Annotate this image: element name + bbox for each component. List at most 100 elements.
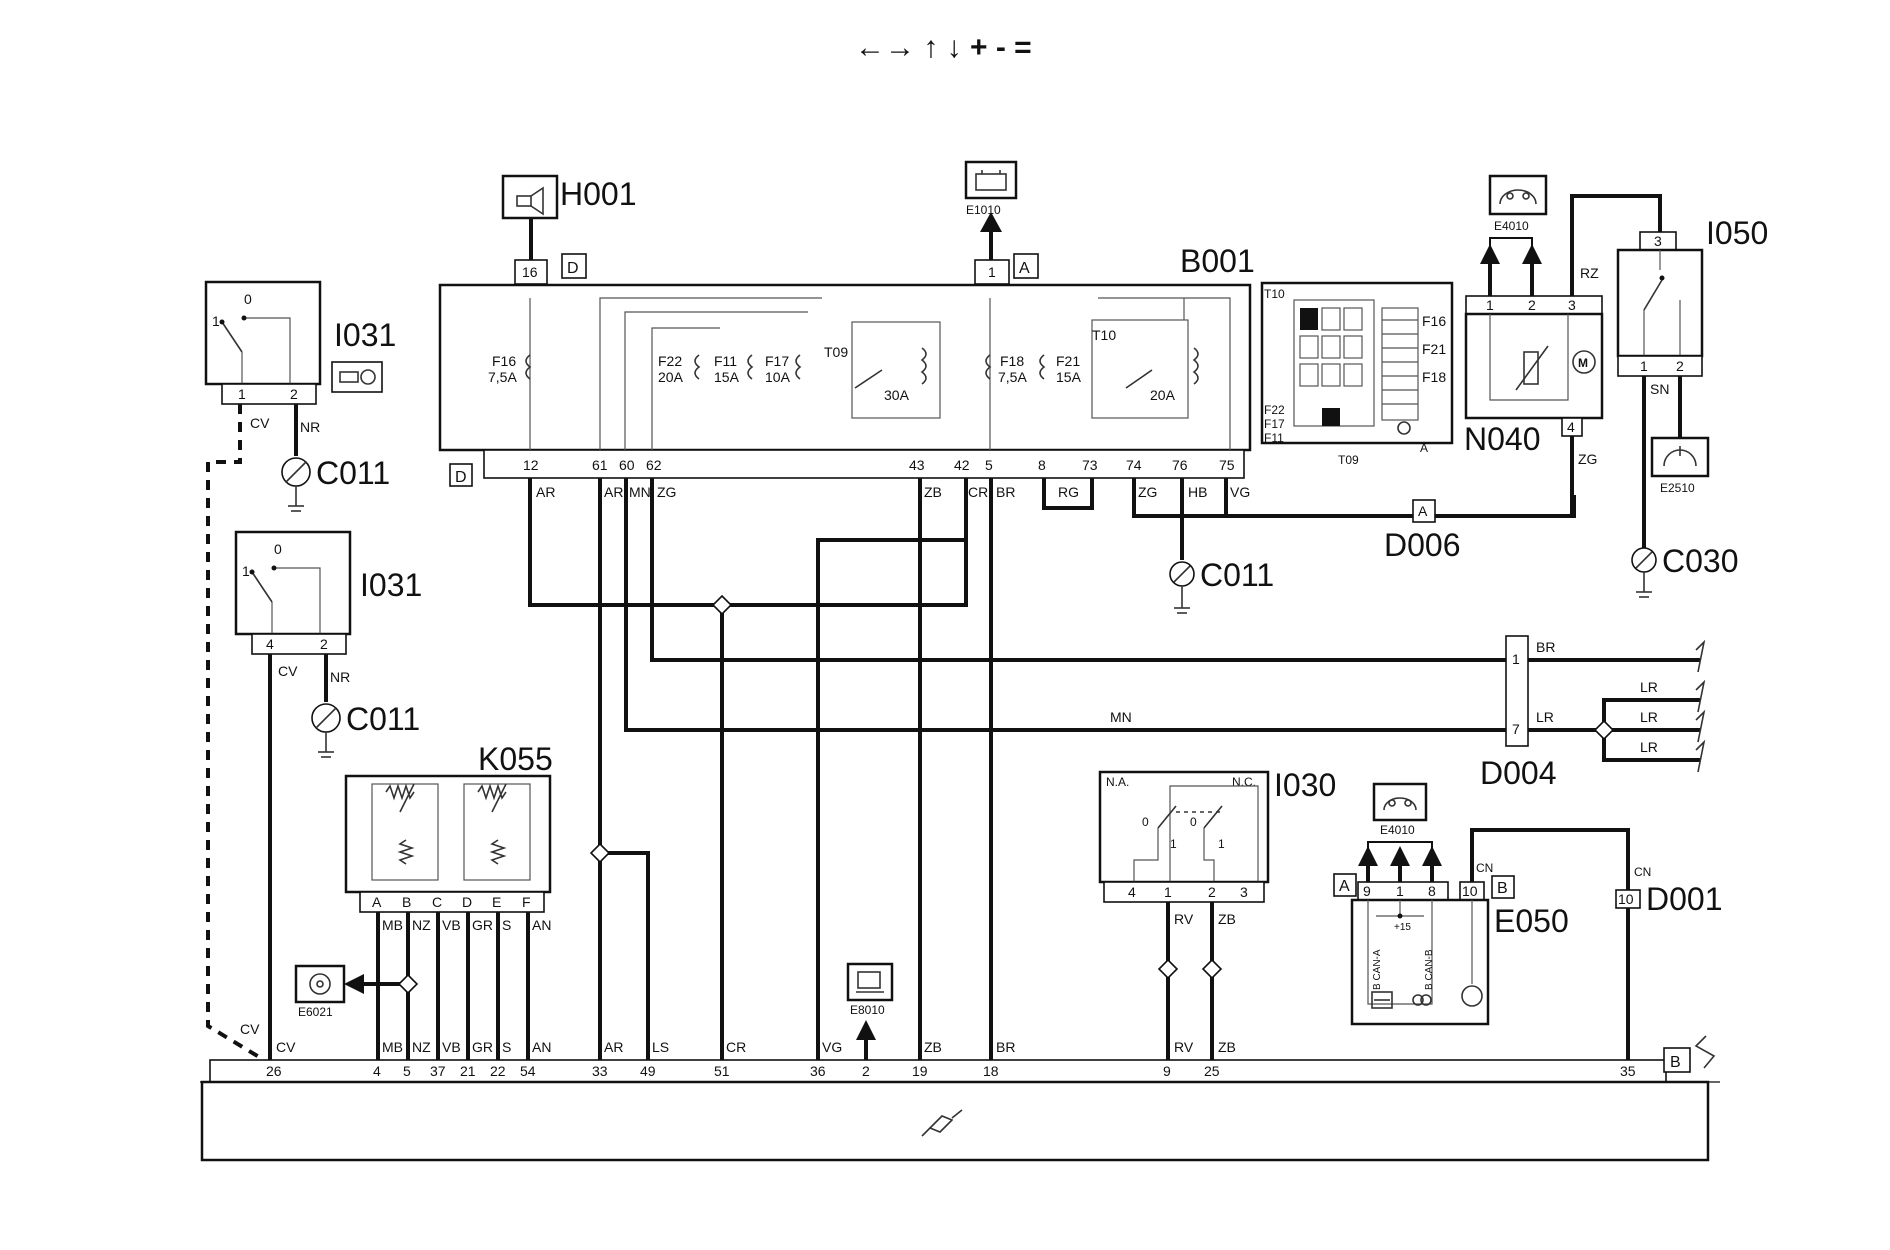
- d004-connector: [1505, 635, 1529, 747]
- e050-pin: 10: [1462, 883, 1478, 899]
- wire-label: ZB: [1218, 1039, 1236, 1055]
- wire-label: GR: [472, 1039, 493, 1055]
- wire-label: GR: [472, 917, 493, 933]
- splice-diamond: [397, 973, 419, 995]
- i031-bottom-box: [234, 530, 352, 636]
- e6021-symbol: [294, 964, 346, 1004]
- fusebox-a: A: [1420, 441, 1428, 455]
- wire-label: LS: [652, 1039, 669, 1055]
- b001-pin16: [514, 259, 548, 285]
- wire-label: S: [502, 917, 511, 933]
- ecu-connector-b-label: B: [1670, 1054, 1681, 1071]
- e8010-symbol: [846, 962, 894, 1002]
- d001-label: D001: [1646, 881, 1723, 917]
- wire-label: HB: [1188, 484, 1207, 500]
- ecu-pin: 9: [1163, 1063, 1171, 1079]
- i030-pin: 2: [1208, 884, 1216, 900]
- ecu-wire-labels: CV MB NZ VB GR S AN AR LS CR VG ZB BR RV…: [276, 1039, 1236, 1055]
- ecu-pins: 26 4 5 37 21 22 54 33 49 51 36 2 19 18 9…: [266, 1063, 1636, 1079]
- b001-pin: 74: [1126, 457, 1142, 473]
- switch-state: 0: [1190, 815, 1197, 829]
- ecu-pin: 2: [862, 1063, 870, 1079]
- b001-pin: 8: [1038, 457, 1046, 473]
- i050-pin-strip: [1617, 355, 1703, 377]
- d004-pin: 7: [1512, 721, 1520, 737]
- fuse-f21-rating: 15A: [1056, 369, 1082, 385]
- connector-d-top-label: D: [567, 260, 579, 277]
- wire-label: ZB: [924, 1039, 942, 1055]
- b001-box: [438, 283, 1252, 452]
- fuse-f16-id: F16: [492, 353, 516, 369]
- relay-t09-rating: 30A: [884, 387, 910, 403]
- e1010-symbol: [964, 160, 1018, 200]
- connector-a-top-tag: [1013, 253, 1039, 279]
- b001-pin1: [974, 259, 1010, 285]
- strip-break-mark: [1694, 1035, 1716, 1069]
- wire-label: VB: [442, 917, 461, 933]
- n040-inner: [1489, 314, 1596, 401]
- wire-label: LR: [1536, 709, 1554, 725]
- e050-can-a: B CAN-A: [1372, 949, 1383, 990]
- b001-pin: 5: [985, 457, 993, 473]
- i030-switch: [1133, 785, 1259, 882]
- fusebox-t09: T09: [1338, 453, 1359, 467]
- i031-pin: 1: [238, 386, 246, 402]
- wire-label: CN: [1476, 861, 1493, 875]
- fuse-f21-id: F21: [1056, 353, 1080, 369]
- wire-label: RG: [1058, 484, 1079, 500]
- i050-label: I050: [1706, 215, 1768, 251]
- fusebox-f22: F22: [1264, 403, 1285, 417]
- b001-pin: 76: [1172, 457, 1188, 473]
- relay-t10-id: T10: [1092, 327, 1116, 343]
- b001-top-pin-e1010: 1: [988, 264, 996, 280]
- e2510-label: E2510: [1660, 481, 1695, 495]
- k055-pin: B: [402, 894, 411, 910]
- i030-pin: 1: [1164, 884, 1172, 900]
- i050-switch: [1643, 250, 1681, 356]
- pedal-icon: [339, 369, 376, 385]
- relay-t09-id: T09: [824, 344, 848, 360]
- i031-bottom-label: I031: [360, 567, 422, 603]
- switch-state: 0: [274, 541, 282, 557]
- e4010-bottom-symbol: [1372, 782, 1428, 822]
- wire-label: ZB: [1218, 911, 1236, 927]
- b001-pin: 43: [909, 457, 925, 473]
- e050-can-b: B CAN-B: [1424, 949, 1435, 990]
- splice-diamond: [589, 842, 611, 864]
- k055-pin-strip: [359, 891, 545, 913]
- ecu-pin: 37: [430, 1063, 446, 1079]
- arrow-up-icon: [1358, 846, 1378, 866]
- motor-icon: M: [1578, 356, 1588, 370]
- ecu-pin: 18: [983, 1063, 999, 1079]
- wire-label: CR: [726, 1039, 746, 1055]
- ecu-pin: 35: [1620, 1063, 1636, 1079]
- h001-symbol: [501, 174, 559, 220]
- ecu-pin: 26: [266, 1063, 282, 1079]
- i031-bottom-pin-strip: [251, 633, 347, 655]
- i031-pin: 2: [290, 386, 298, 402]
- fuse-f11-id: F11: [714, 353, 737, 369]
- wire-label: MB: [382, 1039, 403, 1055]
- wire-label: ZG: [1138, 484, 1157, 500]
- n040-pin: 2: [1528, 297, 1536, 313]
- e4010-top-symbol: [1488, 174, 1548, 216]
- fusebox-f17: F17: [1264, 417, 1285, 431]
- k055-pin: D: [462, 894, 472, 910]
- b001-pin: 61: [592, 457, 608, 473]
- b001-wire-labels: AR AR MN ZG ZB CR BR RG ZG HB VG: [536, 484, 1250, 500]
- ecu-pin: 51: [714, 1063, 730, 1079]
- fuse-f17-id: F17: [765, 353, 789, 369]
- switch-state: 0: [244, 291, 252, 307]
- i050-pin: 1: [1640, 358, 1648, 374]
- ecu-pin: 54: [520, 1063, 536, 1079]
- dashed-cv-wire: [206, 404, 266, 1062]
- fuse-f18-rating: 7,5A: [998, 369, 1027, 385]
- e050-pin: 1: [1396, 883, 1404, 899]
- d004-pin: 1: [1512, 651, 1520, 667]
- b001-pin: 12: [523, 457, 539, 473]
- k055-label: K055: [478, 741, 553, 777]
- fuse-f22-id: F22: [658, 353, 682, 369]
- fusebox-map: [1260, 281, 1454, 445]
